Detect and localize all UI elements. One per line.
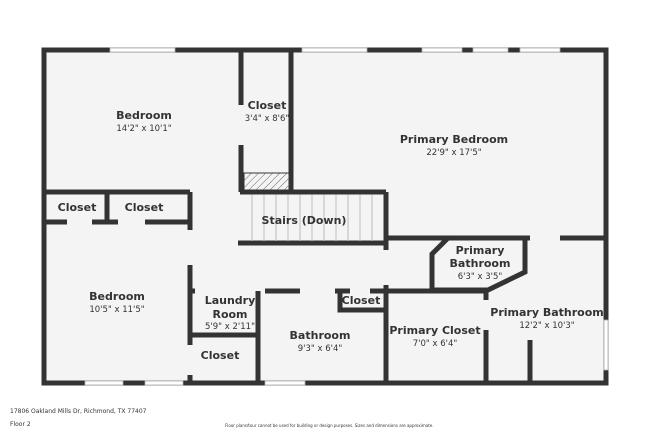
room-bedroom-1: Bedroom 14'2" x 10'1" [116, 109, 172, 134]
svg-text:Bathroom: Bathroom [290, 329, 351, 342]
svg-text:Closet: Closet [342, 294, 381, 307]
svg-text:Closet: Closet [125, 201, 164, 214]
room-primary-bathroom: Primary Bathroom 12'2" x 10'3" [490, 306, 603, 331]
floor-label: Floor 2 [10, 421, 31, 428]
room-closet-5: Closet [201, 349, 240, 362]
svg-text:Closet: Closet [248, 99, 287, 112]
svg-text:Primary Bathroom: Primary Bathroom [490, 306, 603, 319]
room-bedroom-2: Bedroom 10'5" x 11'5" [89, 290, 145, 315]
windows [84, 47, 609, 386]
svg-text:Bedroom: Bedroom [116, 109, 172, 122]
svg-text:Laundry: Laundry [205, 294, 256, 307]
room-closet-4: Closet [342, 294, 381, 307]
walls [41, 47, 609, 386]
svg-text:12'2" x 10'3": 12'2" x 10'3" [519, 321, 574, 331]
svg-text:Stairs (Down): Stairs (Down) [262, 214, 347, 227]
svg-text:7'0" x 6'4": 7'0" x 6'4" [413, 339, 458, 349]
address: 17806 Oakland Mills Dr, Richmond, TX 774… [10, 408, 147, 415]
svg-text:3'4" x 8'6": 3'4" x 8'6" [245, 114, 290, 124]
svg-text:Bathroom: Bathroom [450, 257, 511, 270]
room-closet-3: Closet [125, 201, 164, 214]
svg-text:Room: Room [212, 308, 247, 321]
svg-text:10'5" x 11'5": 10'5" x 11'5" [89, 305, 144, 315]
svg-text:6'3" x 3'5": 6'3" x 3'5" [458, 272, 503, 282]
svg-text:Bedroom: Bedroom [89, 290, 145, 303]
svg-text:5'9" x 2'11": 5'9" x 2'11" [205, 322, 255, 332]
svg-text:Primary: Primary [456, 244, 505, 257]
svg-text:Closet: Closet [58, 201, 97, 214]
room-bathroom: Bathroom 9'3" x 6'4" [290, 329, 351, 354]
room-closet-1: Closet 3'4" x 8'6" [245, 99, 290, 124]
svg-text:14'2" x 10'1": 14'2" x 10'1" [116, 124, 171, 134]
svg-text:Primary Bedroom: Primary Bedroom [400, 133, 508, 146]
stairs [243, 172, 373, 241]
room-stairs: Stairs (Down) [262, 214, 347, 227]
room-primary-closet: Primary Closet 7'0" x 6'4" [389, 324, 480, 349]
floor-area [44, 50, 606, 383]
room-primary-bedroom: Primary Bedroom 22'9" x 17'5" [400, 133, 508, 158]
room-closet-2: Closet [58, 201, 97, 214]
disclaimer: Floor plans/tour cannot be used for buil… [225, 423, 434, 428]
svg-text:Closet: Closet [201, 349, 240, 362]
svg-text:9'3" x 6'4": 9'3" x 6'4" [298, 344, 343, 354]
svg-text:22'9" x 17'5": 22'9" x 17'5" [426, 148, 481, 158]
svg-text:Primary Closet: Primary Closet [389, 324, 480, 337]
